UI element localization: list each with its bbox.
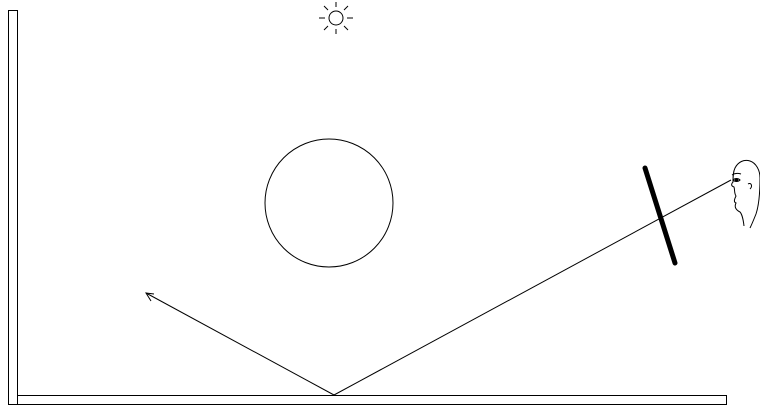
wall <box>9 11 18 405</box>
sun-icon <box>319 2 353 34</box>
eye-ray <box>334 180 731 395</box>
sphere <box>265 139 393 267</box>
viewing-screen <box>645 168 675 263</box>
reflected-ray <box>146 293 334 395</box>
floor <box>18 396 727 405</box>
observer-face <box>732 160 760 228</box>
